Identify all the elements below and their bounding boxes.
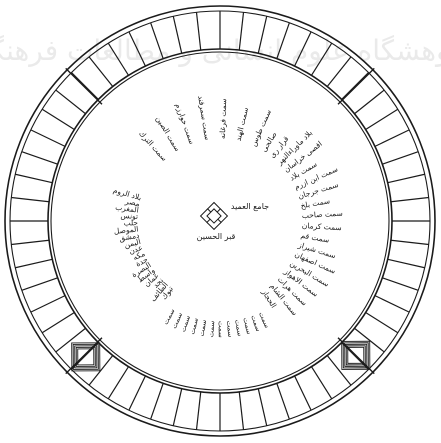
top_labels-label: سمت فرغانه	[218, 98, 228, 139]
ring-divider	[239, 392, 243, 430]
top_labels-label: سمت الهند	[234, 106, 251, 142]
ring-divider	[56, 328, 86, 352]
ring-divider	[42, 109, 74, 129]
ring-divider	[196, 392, 200, 430]
ring-divider	[375, 296, 409, 312]
ring-divider	[375, 130, 409, 146]
ring-divider	[366, 313, 398, 333]
ring-divider	[129, 376, 145, 410]
bottom_labels-label: سمت	[217, 321, 225, 338]
ring-divider	[108, 367, 128, 399]
ring-divider	[277, 383, 290, 419]
ring-divider	[72, 73, 99, 100]
left-ornament	[72, 343, 100, 371]
ring-divider	[312, 367, 332, 399]
ring-divider	[391, 197, 429, 201]
bottom_labels-label: سمت	[207, 320, 216, 337]
ring-divider	[366, 109, 398, 129]
right_labels-label: سمت كرمان	[302, 221, 342, 232]
ring-divider	[15, 259, 52, 267]
bottom_labels-label: سمت	[225, 320, 234, 338]
ring-divider	[22, 278, 58, 291]
ring-divider	[89, 355, 113, 385]
ring-divider	[342, 73, 369, 100]
ring-divider	[342, 343, 369, 370]
ring-divider	[382, 152, 418, 165]
ring-divider	[11, 240, 49, 244]
kaaba-diamond-icon	[201, 203, 228, 230]
ring-divider	[42, 313, 74, 333]
top_labels-label: سمت سمرقند	[196, 95, 212, 141]
ring-divider	[354, 90, 384, 114]
ring-divider	[22, 152, 58, 165]
center-bottom-label: قبر الحسين	[197, 232, 236, 241]
ring-divider	[31, 296, 65, 312]
ring-divider	[15, 174, 52, 182]
ring-divider	[56, 90, 86, 114]
center-top-label: جامع العميد	[231, 202, 269, 211]
ring-divider	[258, 389, 266, 426]
ring-divider	[11, 197, 49, 201]
ring-divider	[388, 174, 425, 182]
ring-divider	[382, 278, 418, 291]
ring-divider	[391, 240, 429, 244]
right_labels-label: سمت صاحب	[302, 209, 343, 220]
ring-divider	[151, 383, 164, 419]
ring-rod	[66, 68, 102, 104]
corner-ornaments	[72, 341, 370, 371]
ring-divider	[31, 130, 65, 146]
ring-divider	[295, 376, 311, 410]
ring-divider	[388, 259, 425, 267]
kaaba-center: جامع العميد قبر الحسين	[197, 202, 270, 241]
ring-divider	[72, 343, 99, 370]
ring-rod	[338, 68, 374, 104]
ring-divider	[173, 389, 181, 426]
